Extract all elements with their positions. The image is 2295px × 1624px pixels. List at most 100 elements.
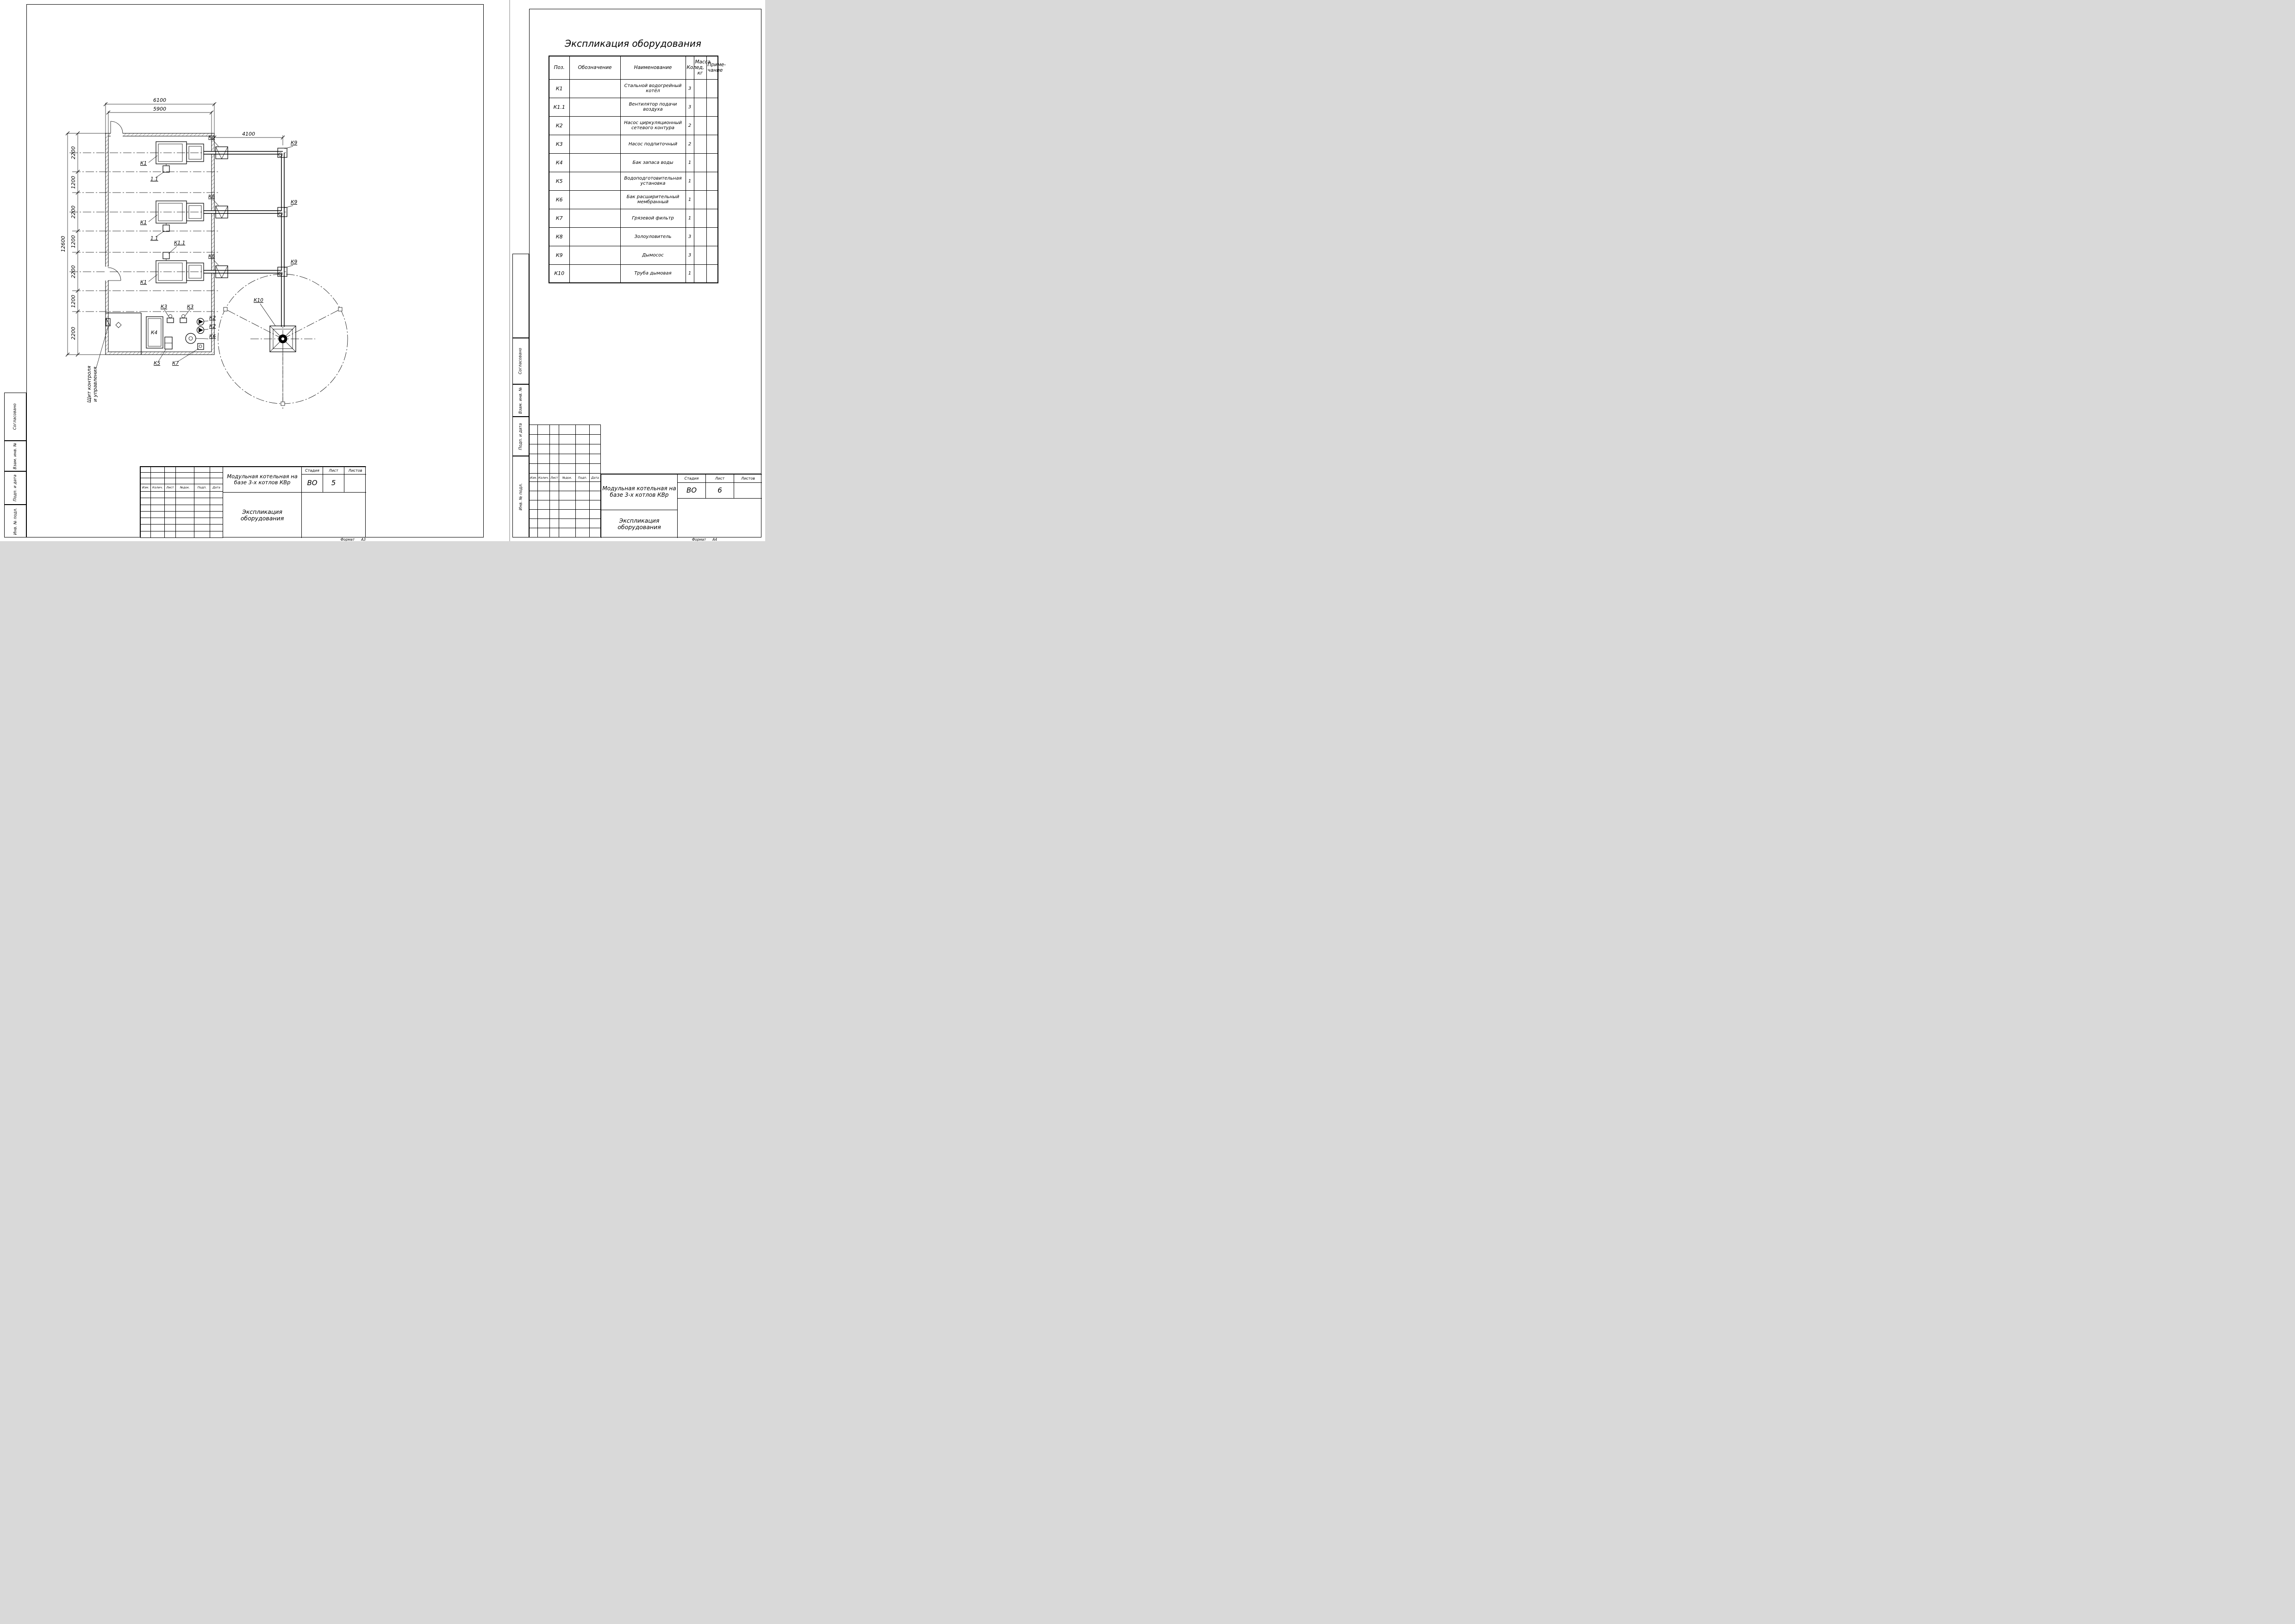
equip-label-k4: К4	[151, 330, 157, 336]
format-value: А4	[712, 537, 717, 541]
sheet-a4: Согласовано Взам. инв. № Подп. и дата Ин…	[510, 0, 765, 541]
project-title: Модульная котельная на базе 3-х котлов К…	[223, 467, 301, 492]
dim-label: 2200	[70, 327, 76, 340]
dim-label: 1200	[70, 295, 76, 308]
dim-label: 5900	[153, 106, 166, 112]
sheet-header: Лист	[323, 467, 344, 474]
org-cell	[301, 492, 366, 538]
format-value: А3	[361, 537, 366, 541]
fan-k11	[162, 165, 170, 173]
stamp-label: Согласовано	[13, 403, 18, 430]
stamp-empty	[512, 254, 529, 338]
dim-label: 4100	[242, 131, 255, 137]
equip-label-k9: К9	[291, 140, 297, 146]
title-block-a3: Изм.Колич.Лист №док.Подп.Дата Модульная …	[140, 466, 366, 538]
sheets-header: Листов	[734, 474, 762, 482]
stamp-soglasovano: Согласовано	[4, 393, 26, 441]
ash-collectors-k8	[215, 146, 228, 278]
equip-label-k8: К8	[208, 194, 215, 200]
stamp-label: Взам. инв. №	[13, 443, 18, 469]
dim-label: 1200	[70, 176, 76, 189]
tank-k4	[146, 316, 163, 349]
dim-label: 2200	[70, 206, 76, 219]
dim-label: 2200	[70, 146, 76, 159]
stage-value: ВО	[677, 482, 705, 498]
boiler-k1-row2	[156, 200, 204, 232]
guy-anchors	[223, 307, 343, 406]
sheet-number: 5	[323, 474, 344, 492]
sheet-header: Лист	[705, 474, 734, 482]
equip-label-k1: К1	[140, 220, 147, 225]
stamp-inv-podl: Инв. № подл.	[512, 456, 529, 537]
revision-table: Изм.Колич.Лист №док.Подп.Дата	[140, 466, 223, 538]
equip-label-k2: К2	[209, 324, 216, 329]
stamp-inv-podl: Инв. № подл.	[4, 505, 26, 537]
floor-drain	[115, 322, 122, 328]
stage-value: ВО	[301, 474, 323, 492]
flue-ducts	[204, 151, 285, 327]
stamp-label: Взам. инв. №	[518, 387, 523, 414]
revision-header-row: Изм.Колич.Лист №док.Подп.Дата	[529, 473, 601, 482]
equip-label-k8: К8	[208, 254, 215, 259]
equip-label-k9: К9	[291, 200, 297, 205]
title-block-a4: Модульная котельная на базе 3-х котлов К…	[600, 474, 762, 538]
project-title-line2: базе 3-х котлов КВр	[610, 492, 669, 498]
dim-label: 1200	[70, 235, 76, 248]
equip-label-k11-short: 1.1	[150, 176, 158, 182]
dimension-lines	[67, 103, 283, 355]
stamp-label: Подп. и дата	[518, 423, 523, 450]
stage-header: Стадия	[677, 474, 705, 482]
equip-label-k6: К6	[209, 334, 216, 339]
equipment-table-header: Поз. Обозначение Наименование Кол. Масса…	[549, 56, 726, 80]
dim-label: 6100	[153, 97, 166, 103]
revision-table: Изм.Колич.Лист №док.Подп.Дата	[529, 425, 601, 537]
stamp-label: Согласовано	[518, 348, 523, 375]
expansion-tank-k6	[185, 333, 196, 344]
fan-k11	[162, 252, 170, 259]
fan-k11	[162, 225, 170, 232]
boiler-k1-row3	[156, 252, 204, 283]
dimension-ticks	[65, 102, 285, 357]
revision-header-row: Изм.Колич.Лист №док.Подп.Дата	[140, 483, 223, 492]
doc-title: Экспликация оборудования	[223, 492, 301, 538]
stamp-podp-data: Подп. и дата	[4, 471, 26, 505]
building-walls	[105, 133, 215, 355]
sheet-number: 6	[705, 482, 734, 498]
stamp-vzam-inv: Взам. инв. №	[4, 441, 26, 471]
stamp-vzam-inv: Взам. инв. №	[512, 384, 529, 417]
water-treatment-k5	[164, 337, 173, 350]
sheets-value	[734, 482, 762, 498]
equip-label-k3: К3	[187, 304, 193, 310]
dim-label: 2200	[70, 265, 76, 278]
sheets-header: Листов	[344, 467, 366, 474]
smoke-exhausters-k9	[277, 148, 287, 277]
boiler-k1-row1	[156, 141, 204, 173]
equip-label-k10: К10	[254, 298, 263, 303]
stamp-label: Подп. и дата	[13, 475, 18, 501]
equip-label-k9: К9	[291, 259, 297, 265]
label-leaders	[148, 140, 293, 362]
project-title-line1: Модульная котельная на	[227, 473, 298, 480]
org-cell	[677, 498, 762, 538]
format-note-a3: Формат А3	[306, 537, 366, 541]
format-label: Формат	[692, 537, 706, 541]
spec-table-title: Экспликация оборудования	[565, 38, 701, 49]
pumps-k2	[196, 318, 205, 334]
stamp-label: Инв. № подл.	[13, 507, 18, 535]
chimney-k10	[269, 325, 296, 352]
stamp-label: Инв. № подл.	[518, 483, 523, 511]
equipment-table: Поз. Обозначение Наименование Кол. Масса…	[549, 56, 726, 283]
mud-filter-k7	[197, 343, 204, 350]
stage-header: Стадия	[301, 467, 323, 474]
equip-label-k8: К8	[208, 135, 215, 140]
project-title-line1: Модульная котельная на	[602, 485, 676, 492]
format-label: Формат	[340, 537, 355, 541]
